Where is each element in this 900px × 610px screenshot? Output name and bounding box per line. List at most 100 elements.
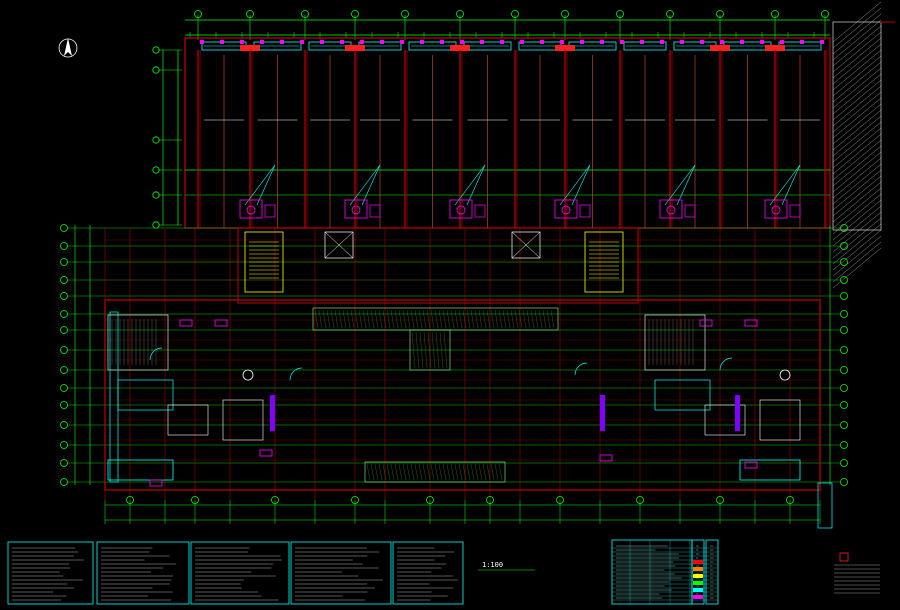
sink-symbol xyxy=(580,205,590,217)
hatch-line xyxy=(359,310,362,328)
axis-bubble xyxy=(61,479,68,486)
hatch-line xyxy=(833,236,881,276)
hatch-line xyxy=(351,310,354,328)
fixture-mark xyxy=(150,480,162,486)
fixture-mark xyxy=(400,40,404,44)
left-facade-windows xyxy=(110,312,118,482)
door-swing xyxy=(575,363,587,375)
fixture-mark xyxy=(500,40,504,44)
bathroom-fixture xyxy=(765,200,787,218)
notes-block xyxy=(291,542,391,604)
hatch-line xyxy=(339,310,342,328)
hatch-line xyxy=(833,128,881,168)
axis-bubble xyxy=(61,422,68,429)
fixture-mark xyxy=(600,40,604,44)
fixture-mark xyxy=(320,40,324,44)
hatch-line xyxy=(833,176,881,216)
hatch-line xyxy=(833,122,881,162)
fixture-mark xyxy=(580,40,584,44)
hatch-line xyxy=(443,310,446,328)
hatch-line xyxy=(833,74,881,114)
fixture-mark xyxy=(760,40,764,44)
toilet-symbol xyxy=(457,206,465,214)
fixture-mark xyxy=(740,40,744,44)
hatch-line xyxy=(491,310,494,328)
hatch-line xyxy=(387,310,390,328)
hatch-line xyxy=(833,170,881,210)
hatch-line xyxy=(833,230,881,270)
sink-symbol xyxy=(685,205,695,217)
hatch-line xyxy=(383,310,386,328)
hatch-line xyxy=(439,464,442,480)
hatch-line xyxy=(439,310,442,328)
hatch-line xyxy=(315,310,318,328)
hatch-line xyxy=(833,164,881,204)
hatch-line xyxy=(487,464,490,480)
hatch-line xyxy=(435,464,438,480)
sink-symbol xyxy=(265,205,275,217)
toilet-symbol xyxy=(772,206,780,214)
hatch-line xyxy=(833,26,881,66)
hatch-line xyxy=(399,310,402,328)
fixture-mark xyxy=(420,40,424,44)
axis-bubble xyxy=(61,442,68,449)
toilet-symbol xyxy=(352,206,360,214)
hatch-line xyxy=(443,464,446,480)
bathroom-fixture xyxy=(450,200,472,218)
hatch-line xyxy=(833,32,881,72)
hatch-line xyxy=(419,464,422,480)
hatch-line xyxy=(499,310,502,328)
schedule-color-swatch xyxy=(693,595,703,599)
hatch-line xyxy=(427,310,430,328)
toilet-symbol xyxy=(247,206,255,214)
axis-bubble xyxy=(841,479,848,486)
hatch-line xyxy=(399,464,402,480)
column-symbol xyxy=(780,370,790,380)
hatch-line xyxy=(371,464,374,480)
hatch-line xyxy=(471,464,474,480)
hatch-line xyxy=(511,310,514,328)
hatch-line xyxy=(487,310,490,328)
hatch-line xyxy=(395,464,398,480)
fixture-mark xyxy=(360,40,364,44)
fixture-mark xyxy=(260,450,272,456)
axis-bubble xyxy=(841,225,848,232)
hatch-line xyxy=(323,310,326,328)
hatch-line xyxy=(459,310,462,328)
fixture-mark xyxy=(480,40,484,44)
schedule-color-swatch xyxy=(693,560,703,564)
bathroom-fixture xyxy=(240,200,262,218)
hatch-line xyxy=(367,464,370,480)
hatch-line xyxy=(833,218,881,258)
hatch-line xyxy=(833,182,881,222)
axis-bubble xyxy=(61,259,68,266)
hatch-line xyxy=(371,310,374,328)
hatch-line xyxy=(833,56,881,96)
hatch-line xyxy=(483,310,486,328)
door-panel xyxy=(600,395,605,431)
hatch-line xyxy=(495,464,498,480)
hatch-line xyxy=(403,310,406,328)
axis-bubble xyxy=(61,367,68,374)
hatch-line xyxy=(833,92,881,132)
hatch-line xyxy=(833,200,881,240)
hatch-line xyxy=(407,310,410,328)
hatch-line xyxy=(419,310,422,328)
legend-swatch xyxy=(840,553,848,561)
axis-bubble xyxy=(61,243,68,250)
axis-bubble xyxy=(61,460,68,467)
hatch-line xyxy=(503,310,506,328)
hatch-line xyxy=(411,310,414,328)
hatch-line xyxy=(483,464,486,480)
upper-wing-outline xyxy=(185,38,830,228)
hatch-line xyxy=(515,310,518,328)
hatch-line xyxy=(833,20,881,60)
hatch-line xyxy=(467,310,470,328)
axis-bubble xyxy=(61,311,68,318)
axis-bubble xyxy=(841,347,848,354)
schedule-color-swatch xyxy=(693,574,703,578)
hatch-line xyxy=(447,310,450,328)
hatch-line xyxy=(403,464,406,480)
hatch-line xyxy=(833,50,881,90)
